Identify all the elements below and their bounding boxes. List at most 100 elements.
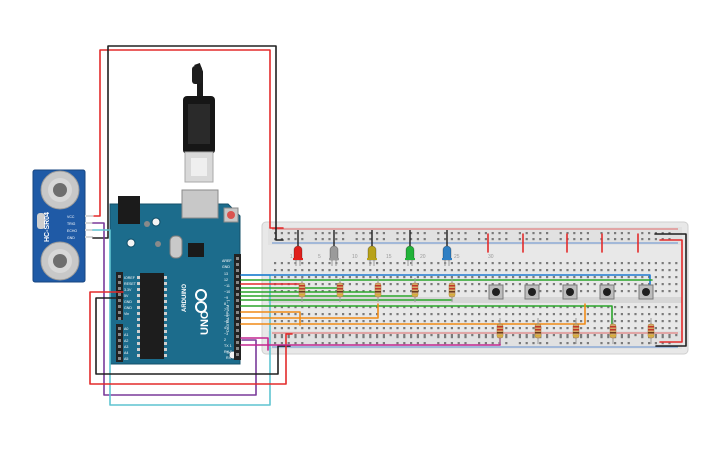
resistor[interactable] (374, 278, 382, 302)
rail-hole (362, 232, 365, 235)
wire-magenta[interactable] (240, 337, 269, 351)
breadboard-hole (382, 262, 385, 265)
wire-red[interactable] (93, 49, 284, 229)
resistor[interactable] (336, 278, 344, 302)
breadboard-hole (437, 262, 440, 265)
rail-hole (566, 232, 569, 235)
breadboard-hole (661, 269, 664, 272)
header-hole (236, 275, 239, 278)
gray-led[interactable] (329, 245, 339, 266)
breadboard-hole (478, 262, 481, 265)
breadboard-hole (627, 306, 630, 309)
pushbutton[interactable] (488, 284, 504, 300)
rail-hole (355, 232, 358, 235)
wire-red[interactable] (89, 291, 293, 385)
blue-led[interactable] (442, 245, 452, 266)
pin-label-power: Vin (124, 312, 129, 316)
rail-hole (376, 336, 379, 339)
header-hole (118, 357, 121, 360)
breadboard-hole (539, 262, 542, 265)
pin-label-ioref: IOREF (124, 276, 136, 280)
wire-blue[interactable] (240, 274, 651, 289)
rail-hole (661, 232, 664, 235)
resistor[interactable] (411, 278, 419, 302)
wire-orange[interactable] (240, 311, 301, 326)
breadboard-hole (620, 276, 623, 279)
resistor[interactable] (496, 318, 504, 344)
wire-black[interactable] (92, 45, 284, 241)
rail-hole (396, 336, 399, 339)
header-hole (118, 311, 121, 314)
breadboard-hole (559, 313, 562, 316)
wire-green[interactable] (240, 305, 613, 331)
pin-label-power: 3.3V (124, 288, 132, 292)
breadboard-hole (430, 334, 433, 337)
hc-sr04-sensor[interactable]: HC-SR04 VCC TRIG ECHO GND (32, 169, 93, 283)
breadboard-hole (546, 283, 549, 286)
breadboard-hole (464, 276, 467, 279)
wire-orange[interactable] (240, 303, 379, 319)
rail-hole (294, 342, 297, 345)
reset-button[interactable] (227, 211, 235, 219)
breadboard-hole (559, 262, 562, 265)
rail-hole (444, 342, 447, 345)
resistor[interactable] (609, 318, 617, 344)
wire-orange[interactable] (240, 303, 586, 325)
breadboard-hole (308, 327, 311, 330)
breadboard-hole (478, 327, 481, 330)
rail-hole (287, 342, 290, 345)
breadboard-hole (620, 313, 623, 316)
resistor[interactable] (448, 278, 456, 302)
yellow-led[interactable] (367, 245, 377, 266)
breadboard-hole (321, 276, 324, 279)
analog-header[interactable] (116, 324, 123, 362)
rail-hole (620, 336, 623, 339)
resistors (298, 278, 655, 344)
rail-hole (518, 336, 521, 339)
breadboard-hole (478, 334, 481, 337)
pushbutton[interactable] (562, 284, 578, 300)
wire-black[interactable] (654, 233, 687, 347)
green-led[interactable] (405, 245, 415, 266)
rail-hole (586, 342, 589, 345)
breadboard-hole (518, 290, 521, 293)
breadboard-hole (430, 327, 433, 330)
breadboard-hole (484, 283, 487, 286)
pin-label-analog: A3 (124, 345, 128, 349)
breadboard-hole (348, 313, 351, 316)
resistor[interactable] (534, 318, 542, 344)
breadboard-hole (362, 283, 365, 286)
breadboard-hole (410, 262, 413, 265)
pushbutton[interactable] (599, 284, 615, 300)
rail-hole (274, 238, 277, 241)
breadboard-hole (532, 313, 535, 316)
pushbutton[interactable] (638, 284, 654, 300)
pushbutton[interactable] (524, 284, 540, 300)
resistor[interactable] (298, 278, 306, 302)
header-hole (236, 347, 239, 350)
breadboard-hole (389, 290, 392, 293)
rail-hole (382, 238, 385, 241)
breadboard-hole (280, 313, 283, 316)
rail-hole (301, 336, 304, 339)
breadboard-hole (355, 320, 358, 323)
breadboard-hole (491, 269, 494, 272)
breadboard-hole (586, 276, 589, 279)
resistor[interactable] (572, 318, 580, 344)
breadboard-hole (321, 334, 324, 337)
breadboard-hole (335, 306, 338, 309)
breadboard-hole (410, 269, 413, 272)
breadboard-hole (491, 313, 494, 316)
resistor[interactable] (647, 318, 655, 344)
sensor-pin-labels: VCC TRIG ECHO GND (67, 215, 77, 240)
red-led[interactable] (293, 245, 303, 266)
breadboard-hole (389, 262, 392, 265)
breadboard-hole (362, 262, 365, 265)
arduino-uno-board[interactable]: UNO ARDUINO DIGITAL (PWM ~) AREFGND1312~… (109, 189, 241, 365)
wire-red[interactable] (659, 239, 683, 343)
header-hole (236, 281, 239, 284)
wire-purple[interactable] (92, 222, 257, 396)
usb-cable[interactable] (183, 62, 215, 183)
wire-black[interactable] (95, 297, 291, 375)
